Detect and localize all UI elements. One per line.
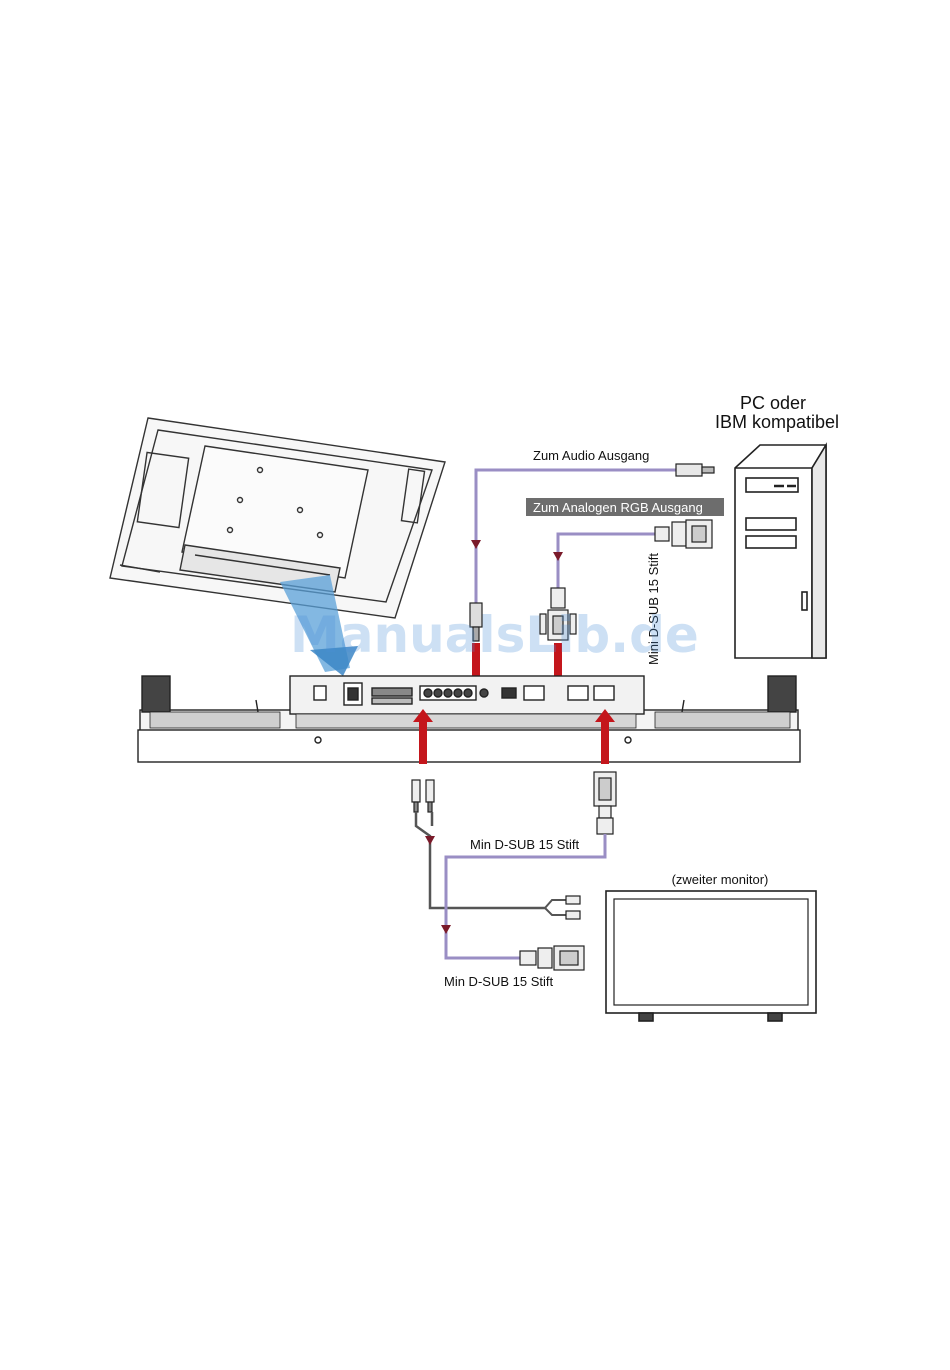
monitor-back-illustration — [110, 418, 445, 618]
vga-out-cable — [441, 772, 616, 970]
vga-out-arrow — [601, 722, 609, 764]
dsub-bottom-label: Min D-SUB 15 Stift — [444, 974, 553, 989]
vga-plug-icon-out — [594, 772, 616, 834]
audio-out-label: Zum Audio Ausgang — [533, 448, 649, 463]
pc-title-line1: PC oder — [740, 393, 806, 413]
second-monitor-label: (zweiter monitor) — [672, 872, 769, 887]
pc-tower-icon — [735, 445, 826, 658]
watermark: ManualsLib.de — [290, 606, 699, 664]
rca-plug-icon — [412, 780, 434, 812]
second-monitor-icon — [606, 891, 816, 1021]
pc-title-line2: IBM kompatibel — [715, 412, 839, 432]
rca-arrow — [419, 722, 427, 764]
rgb-out-label: Zum Analogen RGB Ausgang — [533, 500, 703, 515]
monitor-bottom-panel — [138, 676, 800, 762]
dsub-mid-label: Min D-SUB 15 Stift — [470, 837, 579, 852]
